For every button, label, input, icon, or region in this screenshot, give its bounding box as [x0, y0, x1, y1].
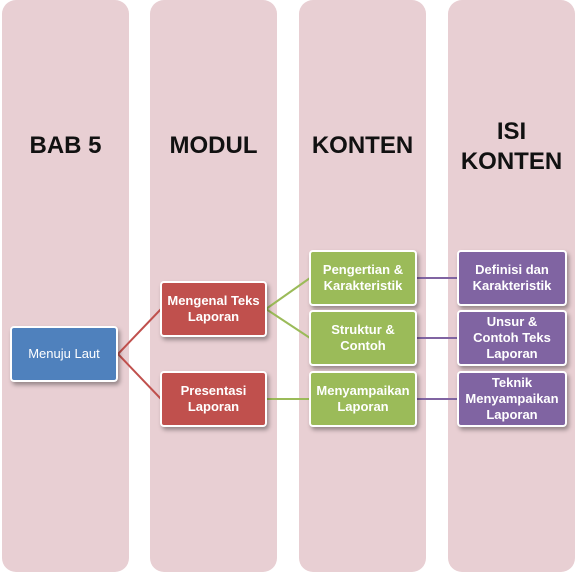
node-pengertian-karakteristik: Pengertian & Karakteristik: [309, 250, 417, 306]
node-mengenal-teks-laporan: Mengenal Teks Laporan: [160, 281, 267, 337]
column-bab: BAB 5: [2, 0, 129, 572]
column-title-isi-line2: KONTEN: [460, 148, 563, 175]
node-menuju-laut: Menuju Laut: [10, 326, 118, 382]
column-title-modul: MODUL: [169, 132, 258, 159]
node-definisi-karakteristik: Definisi dan Karakteristik: [457, 250, 567, 306]
link-modul1-konten2: [265, 308, 311, 339]
node-struktur-contoh: Struktur & Contoh: [309, 310, 417, 366]
node-menyampaikan-laporan: Menyampaikan Laporan: [309, 371, 417, 427]
node-unsur-contoh-teks-laporan: Unsur & Contoh Teks Laporan: [457, 310, 567, 366]
column-title-konten: KONTEN: [311, 132, 414, 159]
link-modul1-konten1: [265, 277, 311, 310]
link-bab-modul1: [117, 308, 162, 355]
column-title-isi-line1: ISI: [496, 118, 527, 145]
link-bab-modul2: [117, 353, 162, 400]
node-teknik-menyampaikan-laporan: Teknik Menyampaikan Laporan: [457, 371, 567, 427]
column-title-bab: BAB 5: [29, 132, 102, 159]
node-presentasi-laporan: Presentasi Laporan: [160, 371, 267, 427]
